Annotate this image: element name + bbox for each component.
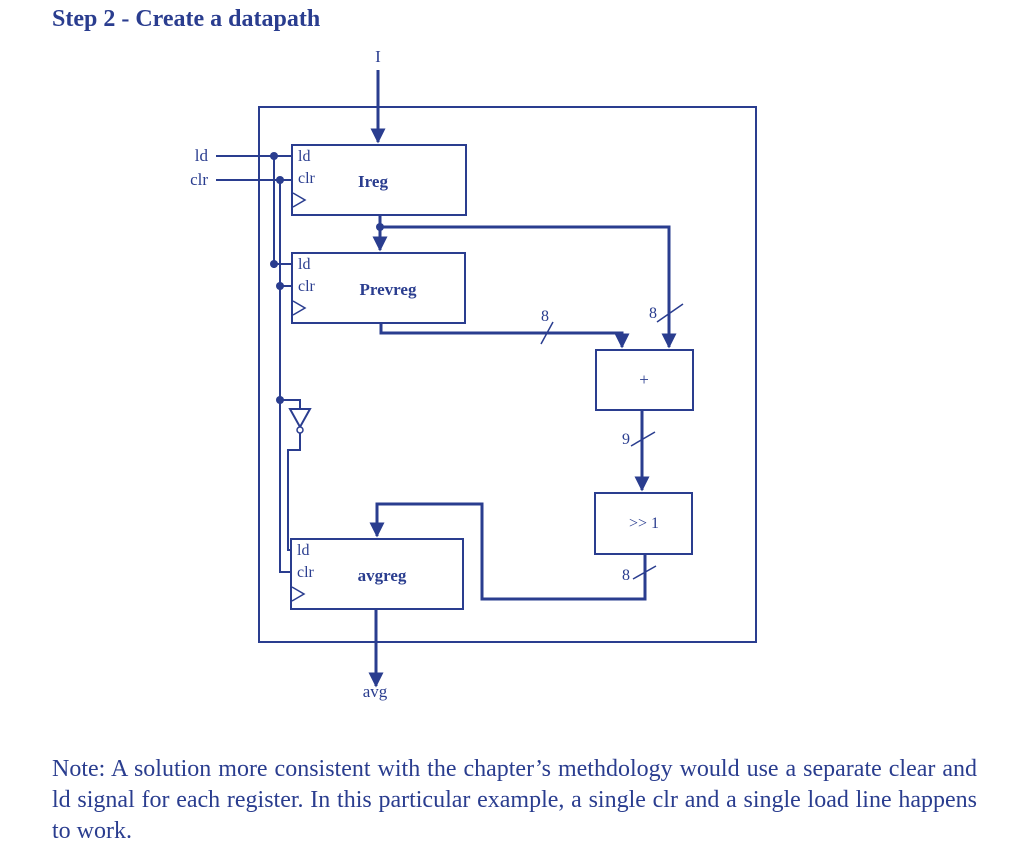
data-buses [368, 215, 677, 688]
datapath-diagram: I ld clr ld clr Ireg ld clr [190, 47, 757, 701]
ld-input-label: ld [195, 146, 209, 165]
bus-width-prev-to-adder: 8 [541, 308, 549, 325]
ireg-clock-icon [292, 192, 307, 208]
bus-width-shifter-out: 8 [622, 567, 630, 584]
bus-width-adder-out: 9 [622, 431, 630, 448]
adder-label: + [639, 370, 649, 389]
input-i-label: I [375, 47, 381, 66]
avgreg-name: avgreg [358, 566, 407, 585]
prevreg-ld-port: ld [298, 256, 310, 273]
note-text: Note: A solution more consistent with th… [52, 756, 977, 844]
prevreg-register: ld clr Prevreg [291, 252, 466, 324]
prevreg-clock-icon [292, 300, 307, 316]
ireg-clr-port: clr [298, 170, 316, 187]
prevreg-clr-port: clr [298, 278, 316, 295]
ireg-name: Ireg [358, 172, 388, 191]
bus-width-slashes [540, 303, 684, 580]
clr-input-label: clr [190, 170, 208, 189]
shifter-label: >> 1 [629, 515, 659, 532]
avgreg-ld-port: ld [297, 542, 309, 559]
datapath-boundary [258, 106, 757, 643]
inverter-icon [288, 408, 312, 434]
avg-output-label: avg [363, 682, 388, 701]
avgreg-register: ld clr avgreg [290, 538, 464, 610]
avgreg-clr-port: clr [297, 564, 315, 581]
adder-unit: + [595, 349, 694, 411]
ireg-ld-port: ld [298, 148, 310, 165]
avgreg-clock-icon [291, 586, 306, 602]
bus-width-ireg-to-adder: 8 [649, 305, 657, 322]
prevreg-name: Prevreg [360, 280, 417, 299]
step-heading: Step 2 - Create a datapath [52, 6, 321, 32]
ireg-register: ld clr Ireg [291, 144, 467, 216]
shifter-unit: >> 1 [594, 492, 693, 555]
